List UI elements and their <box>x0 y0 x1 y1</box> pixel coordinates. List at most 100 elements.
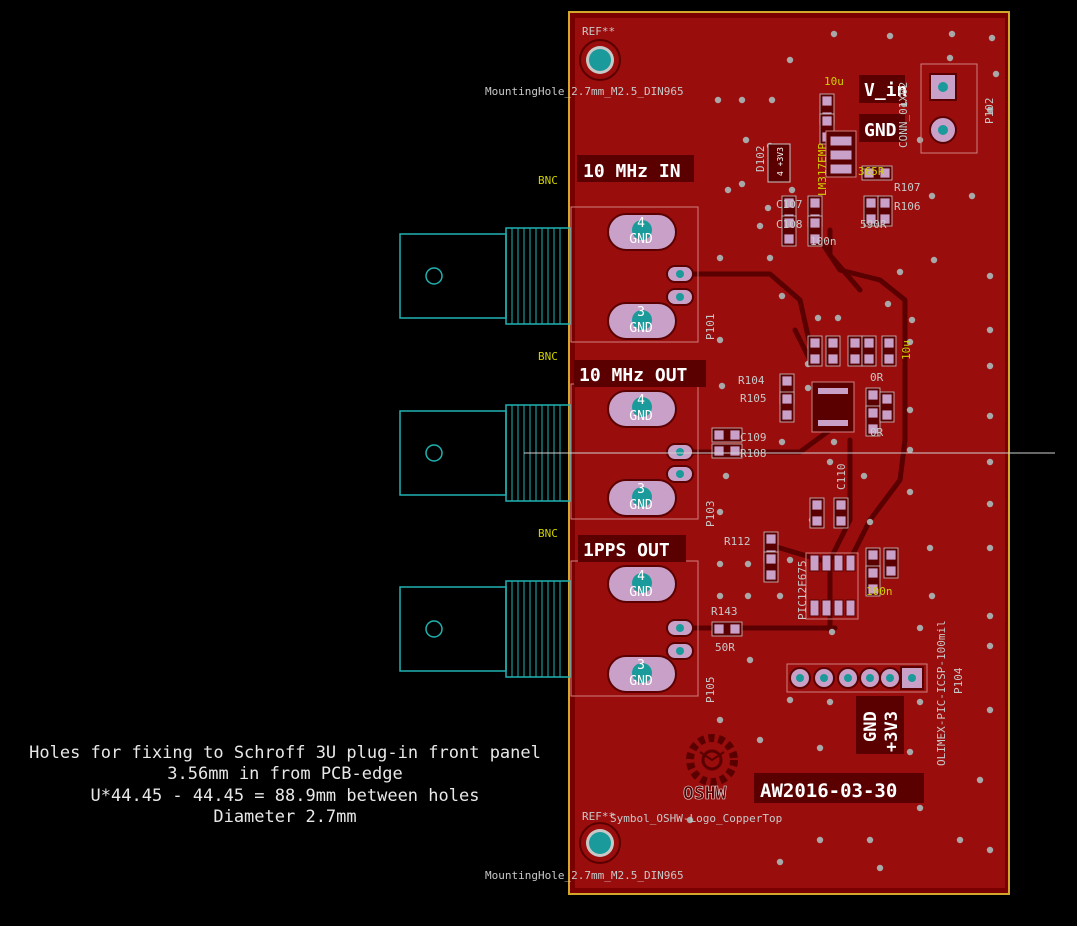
annotation-line-2: 3.56mm in from PCB-edge <box>167 764 402 784</box>
via <box>928 592 936 600</box>
mounting-hole-value: MountingHole_2.7mm_M2.5_DIN965 <box>485 869 684 882</box>
via <box>786 556 794 564</box>
smd-part <box>861 335 877 367</box>
pad-gnd-label: GND <box>629 498 653 513</box>
smd-part <box>883 547 899 579</box>
annotation-line-4: Diameter 2.7mm <box>213 807 356 827</box>
via <box>986 846 994 854</box>
via <box>906 446 914 454</box>
connector-ref: P105 <box>704 677 717 704</box>
via <box>744 592 752 600</box>
via <box>986 706 994 714</box>
pad-number: 4 <box>637 569 645 584</box>
pad-gnd-label: GND <box>629 321 653 336</box>
via <box>716 508 724 516</box>
c-value-100n: 100n <box>810 235 837 248</box>
icsp-gnd-label: GND <box>861 711 881 742</box>
connector-ref: P103 <box>704 501 717 528</box>
c-value-10u-b: 10u <box>900 340 913 360</box>
u101-value: LM317EMP <box>816 143 829 196</box>
smd-part <box>865 405 881 437</box>
r-value-0r-a: 0R <box>870 371 884 384</box>
via <box>716 560 724 568</box>
smd-part <box>711 427 743 443</box>
r104-ref: R104 <box>738 374 765 387</box>
bnc-drills <box>632 220 652 683</box>
pad-number: 4 <box>637 393 645 408</box>
smd-part <box>807 335 823 367</box>
bnc-connector-1 <box>399 206 699 343</box>
via <box>908 316 916 324</box>
via <box>766 254 774 262</box>
via <box>906 338 914 346</box>
mounting-hole-ref: REF** <box>582 25 615 38</box>
r-value-365r: 365R <box>858 165 885 178</box>
via <box>756 736 764 744</box>
pad-number: 3 <box>637 305 645 320</box>
mounting-hole-ref: REF** <box>582 810 615 823</box>
via <box>926 544 934 552</box>
via <box>814 314 822 322</box>
c-value-100n-b: 100n <box>866 585 893 598</box>
via <box>986 106 994 114</box>
smd-part <box>807 215 823 247</box>
via <box>816 744 824 752</box>
via <box>906 406 914 414</box>
smd-part <box>711 443 743 459</box>
p102-value: CONN_01X02 <box>897 82 910 148</box>
via <box>716 716 724 724</box>
r105-ref: R105 <box>740 392 767 405</box>
via <box>866 836 874 844</box>
via <box>986 500 994 508</box>
via <box>816 836 824 844</box>
via <box>876 864 884 872</box>
r-value-590r: 590R <box>860 218 887 231</box>
via <box>722 472 730 480</box>
via <box>826 458 834 466</box>
via <box>986 362 994 370</box>
via <box>916 624 924 632</box>
oshw-logo-ref: Symbol_OSHW-Logo_CopperTop <box>610 812 782 825</box>
d102-led <box>767 143 791 183</box>
smd-part <box>763 551 779 583</box>
via <box>884 300 892 308</box>
bnc-type-label: BNC <box>538 350 558 363</box>
via <box>826 698 834 706</box>
r107-ref: R107 <box>894 181 921 194</box>
via <box>718 382 726 390</box>
smd-part <box>779 391 795 423</box>
connector-title: 1PPS OUT <box>583 540 670 561</box>
smd-part <box>881 335 897 367</box>
via <box>830 30 838 38</box>
via <box>828 628 836 636</box>
pad-number: 4 <box>637 216 645 231</box>
via <box>756 222 764 230</box>
label-box <box>859 114 905 142</box>
r-value-0r-b: 0R <box>870 426 884 439</box>
via <box>986 544 994 552</box>
via <box>742 136 750 144</box>
via <box>906 488 914 496</box>
via <box>714 96 722 104</box>
via <box>988 34 996 42</box>
via <box>976 776 984 784</box>
via <box>778 292 786 300</box>
via <box>746 656 754 664</box>
c108-ref: C108 <box>776 218 803 231</box>
u101-regulator <box>825 130 857 178</box>
label-box <box>578 535 686 562</box>
via <box>804 384 812 392</box>
smd-part <box>865 565 881 597</box>
via <box>916 698 924 706</box>
via <box>776 592 784 600</box>
via <box>778 438 786 446</box>
pad-gnd-label: GND <box>629 232 653 247</box>
via <box>786 696 794 704</box>
connector-title: 10 MHz OUT <box>579 365 688 386</box>
smd-part <box>833 497 849 529</box>
via <box>956 836 964 844</box>
smd-part <box>809 497 825 529</box>
via <box>986 612 994 620</box>
via <box>738 180 746 188</box>
